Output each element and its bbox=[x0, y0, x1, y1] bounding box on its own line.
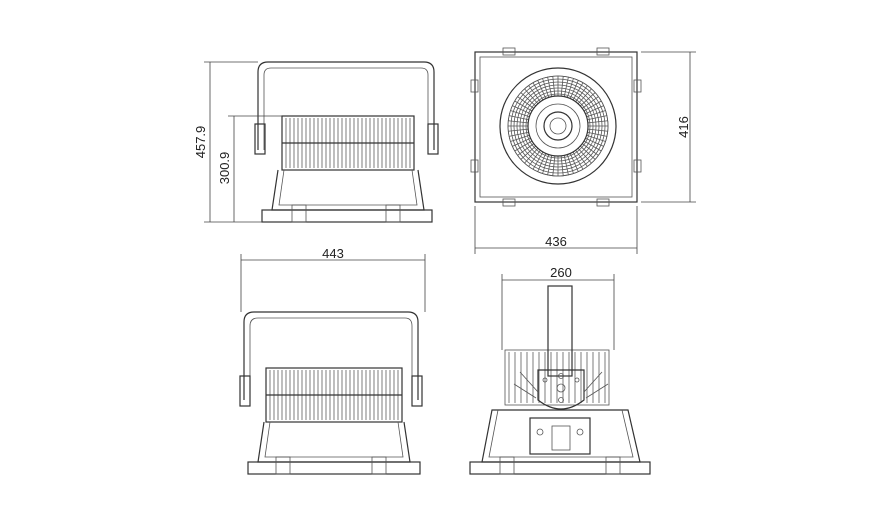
lens-spoke bbox=[563, 77, 569, 97]
dim-body-height-label: 300.9 bbox=[217, 152, 232, 185]
lens-spoke bbox=[587, 128, 608, 132]
lens-spoke bbox=[514, 140, 533, 152]
dim-front-width-label: 436 bbox=[545, 234, 567, 249]
lens-spoke bbox=[560, 155, 564, 176]
lens-spoke bbox=[517, 143, 534, 156]
lens-spoke bbox=[587, 115, 607, 121]
lens-spoke bbox=[572, 82, 584, 101]
lens-spoke bbox=[586, 134, 606, 142]
lens-spoke bbox=[517, 96, 534, 109]
lens-spoke bbox=[582, 143, 599, 156]
lens-spoke bbox=[524, 148, 539, 164]
lens-spoke bbox=[569, 153, 579, 172]
lens-spoke bbox=[585, 137, 604, 147]
lens-spoke bbox=[575, 85, 588, 102]
lens-spoke bbox=[524, 88, 539, 104]
lens-spoke bbox=[542, 78, 550, 98]
lens-spoke bbox=[580, 145, 596, 160]
lens-spoke bbox=[580, 92, 596, 107]
lens-spoke bbox=[582, 96, 599, 109]
dim-total-height-label: 457.9 bbox=[193, 126, 208, 159]
lens-spoke bbox=[542, 154, 550, 174]
lens-spoke bbox=[508, 120, 529, 124]
lens-spoke bbox=[583, 100, 602, 112]
lens-spoke bbox=[587, 131, 607, 137]
lens-spoke bbox=[587, 120, 608, 124]
lens-ring bbox=[519, 87, 597, 165]
lens-spoke bbox=[583, 140, 602, 152]
lens-spoke bbox=[509, 131, 529, 137]
lens-spoke bbox=[560, 76, 564, 97]
lens-spoke bbox=[552, 155, 556, 176]
lens-spoke bbox=[566, 78, 574, 98]
lens-ring bbox=[516, 84, 600, 168]
lens-spoke bbox=[537, 80, 547, 99]
lens-spoke bbox=[510, 134, 530, 142]
lens-spoke bbox=[569, 80, 579, 99]
lens-spoke bbox=[528, 150, 541, 167]
lens-spoke bbox=[575, 150, 588, 167]
lens-spoke bbox=[510, 110, 530, 118]
lens-spoke bbox=[572, 151, 584, 170]
lens-spoke bbox=[586, 110, 606, 118]
lens-spoke bbox=[577, 88, 592, 104]
lens-spoke bbox=[520, 92, 536, 107]
lens-ring bbox=[522, 90, 594, 162]
dim-bracket-width-label: 260 bbox=[550, 265, 572, 280]
lens-spoke bbox=[514, 100, 533, 112]
rear-view: 443 bbox=[239, 246, 426, 475]
lens-spoke bbox=[563, 155, 569, 175]
lens-spoke bbox=[520, 145, 536, 160]
lens-spoke bbox=[509, 115, 529, 121]
lens-spoke bbox=[547, 155, 553, 175]
lens-spoke bbox=[537, 153, 547, 172]
lens-grid bbox=[507, 75, 609, 177]
lens-spoke bbox=[512, 105, 531, 115]
lens-spoke bbox=[532, 82, 544, 101]
lens-spoke bbox=[512, 137, 531, 147]
bracket-view: 260 bbox=[469, 265, 651, 475]
lens-spoke bbox=[566, 154, 574, 174]
lens-spoke bbox=[577, 148, 592, 164]
lens-spoke bbox=[547, 77, 553, 97]
lens-spoke bbox=[528, 85, 541, 102]
lens-spoke bbox=[532, 151, 544, 170]
lens-spoke bbox=[585, 105, 604, 115]
dim-front-height-label: 416 bbox=[676, 116, 691, 138]
side-view: 457.9 300.9 bbox=[193, 61, 439, 223]
front-view: 436 416 bbox=[470, 47, 696, 254]
lens-spoke bbox=[552, 76, 556, 97]
lens-spoke bbox=[508, 128, 529, 132]
dim-rear-width-label: 443 bbox=[322, 246, 344, 261]
